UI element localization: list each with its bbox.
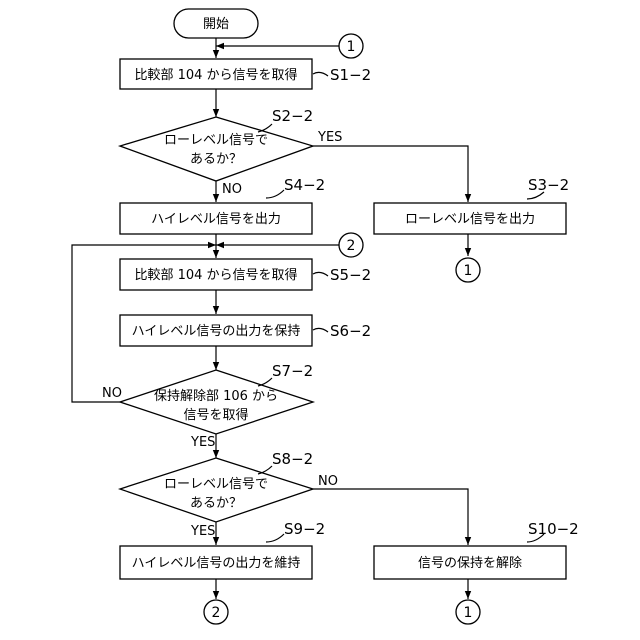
branch-s7-yes: YES <box>190 435 215 450</box>
connector-c1-from-s3: 1 <box>456 258 480 282</box>
process-s10-text: 信号の保持を解除 <box>418 556 522 571</box>
decision-s7-line1: 保持解除部 106 から <box>154 389 278 404</box>
step-label-s3: S3−2 <box>527 176 569 199</box>
step-label-s3-text: S3−2 <box>528 176 569 194</box>
start-terminal: 開始 <box>174 9 258 38</box>
step-label-s4: S4−2 <box>266 176 325 198</box>
step-label-s7: S7−2 <box>258 362 313 386</box>
connector-c2-entry: 2 <box>339 233 363 257</box>
start-label: 開始 <box>203 17 229 32</box>
process-s3: ローレベル信号を出力 <box>374 203 566 234</box>
connector-c1-from-s3-label: 1 <box>464 263 473 279</box>
process-s3-text: ローレベル信号を出力 <box>405 212 535 227</box>
process-s1: 比較部 104 から信号を取得 <box>120 59 312 89</box>
decision-s2-line2: あるか？ <box>190 152 242 167</box>
decision-s2: ローレベル信号で あるか？ <box>120 117 313 181</box>
step-label-s10: S10−2 <box>527 520 579 542</box>
branch-s7-no: NO <box>102 386 122 401</box>
process-s1-text: 比較部 104 から信号を取得 <box>134 67 297 83</box>
process-s6-text: ハイレベル信号の出力を保持 <box>132 324 301 339</box>
decision-s8-line2: あるか？ <box>190 496 242 511</box>
step-label-s2-text: S2−2 <box>272 107 313 125</box>
process-s10: 信号の保持を解除 <box>374 546 566 579</box>
branch-s8-no: NO <box>318 474 338 489</box>
connector-c2-from-s9-label: 2 <box>212 605 221 621</box>
process-s6: ハイレベル信号の出力を保持 <box>120 315 312 346</box>
connector-c1-entry: 1 <box>339 34 363 58</box>
decision-s7-line2: 信号を取得 <box>183 407 248 423</box>
connector-c1-entry-label: 1 <box>347 39 356 55</box>
step-label-s9: S9−2 <box>266 520 325 542</box>
process-s4-text: ハイレベル信号を出力 <box>151 212 281 227</box>
connector-c1-from-s10-label: 1 <box>464 605 473 621</box>
process-s5: 比較部 104 から信号を取得 <box>120 259 312 290</box>
decision-s2-line1: ローレベル信号で <box>164 133 268 148</box>
step-label-s5-text: S5−2 <box>330 266 371 284</box>
step-label-s1-text: S1−2 <box>330 66 371 84</box>
decision-s8-line1: ローレベル信号で <box>164 477 268 492</box>
process-s9: ハイレベル信号の出力を維持 <box>120 546 312 579</box>
process-s4: ハイレベル信号を出力 <box>120 203 312 234</box>
process-s9-text: ハイレベル信号の出力を維持 <box>132 556 301 571</box>
line-s8-no <box>313 489 468 545</box>
step-label-s6: S6−2 <box>313 322 371 340</box>
branch-s2-no: NO <box>222 182 242 197</box>
step-label-s6-text: S6−2 <box>330 322 371 340</box>
step-label-s4-text: S4−2 <box>284 176 325 194</box>
step-label-s7-text: S7−2 <box>272 362 313 380</box>
step-label-s8: S8−2 <box>258 450 313 474</box>
branch-s8-yes: YES <box>190 524 215 539</box>
connector-c1-from-s10: 1 <box>456 600 480 624</box>
step-label-s5: S5−2 <box>313 266 371 284</box>
process-s5-text: 比較部 104 から信号を取得 <box>134 267 297 283</box>
step-label-s9-text: S9−2 <box>284 520 325 538</box>
branch-s2-yes: YES <box>317 130 342 145</box>
step-label-s1: S1−2 <box>313 66 371 84</box>
connector-c2-from-s9: 2 <box>204 600 228 624</box>
connector-c2-entry-label: 2 <box>347 238 356 254</box>
line-s2-yes <box>313 146 468 202</box>
step-label-s2: S2−2 <box>258 107 313 132</box>
step-label-s10-text: S10−2 <box>528 520 579 538</box>
step-label-s8-text: S8−2 <box>272 450 313 468</box>
